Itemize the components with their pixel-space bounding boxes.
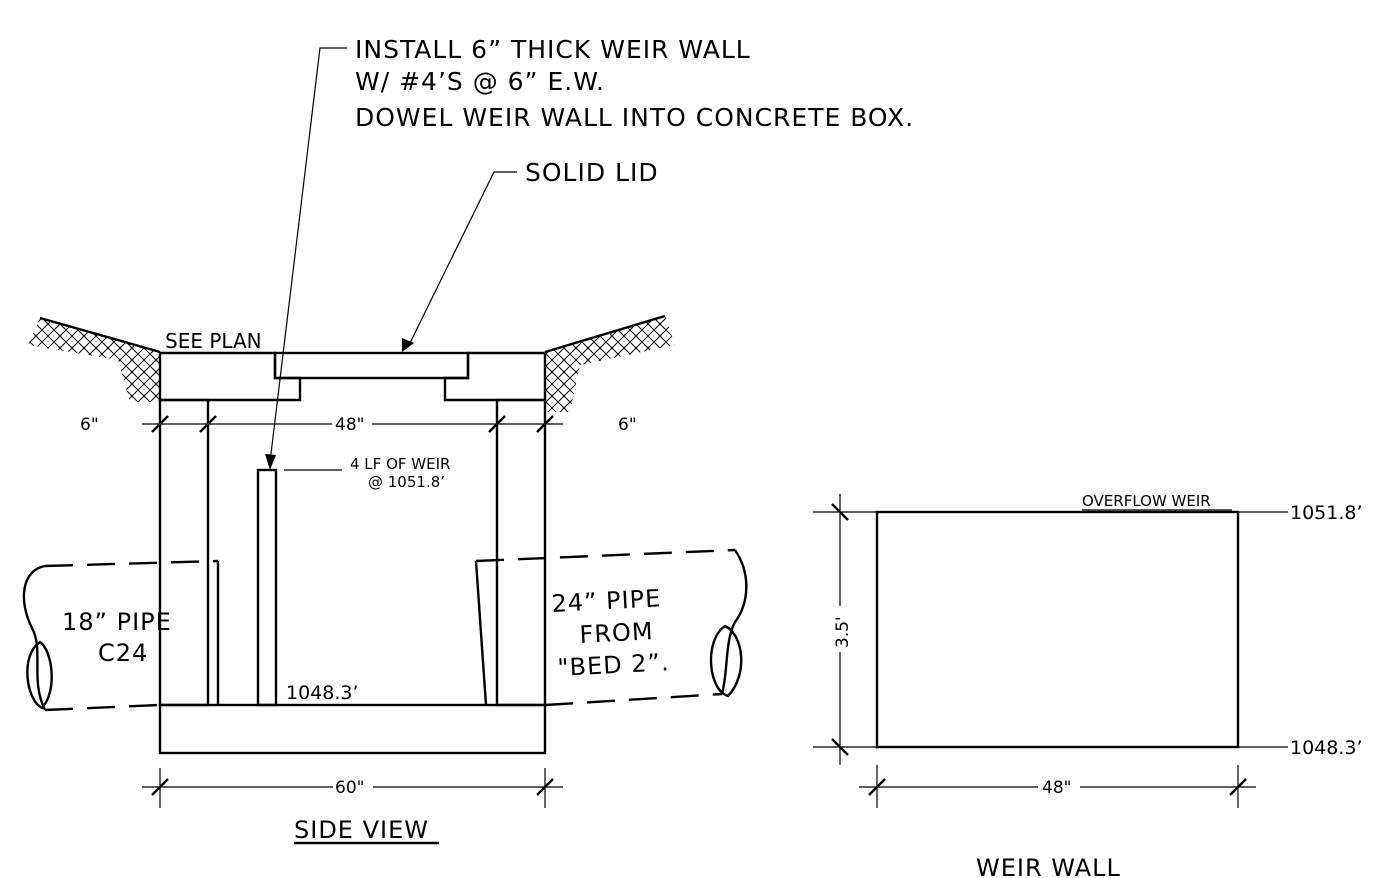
width-dimension xyxy=(859,765,1256,808)
weir-wall-elevation: 3.5' 48" OVERFLOW WEIR 1051.8’ 1048.3’ W… xyxy=(813,492,1363,878)
right-pipe-line2: FROM xyxy=(579,617,654,649)
solid-lid xyxy=(273,351,470,380)
note-weir-length-line2: @ 1051.8’ xyxy=(368,473,445,491)
height-dimension xyxy=(813,494,877,765)
overflow-weir-label: OVERFLOW WEIR xyxy=(1082,492,1211,510)
note-see-plan: SEE PLAN xyxy=(165,329,262,353)
left-pipe-line1: 18” PIPE xyxy=(62,608,172,636)
weir-wall-section xyxy=(256,468,278,707)
right-soil-slope xyxy=(544,314,675,412)
floor-elevation: 1048.3’ xyxy=(286,682,359,704)
dim-overall-width: 60" xyxy=(335,778,364,798)
note-weir-line1: INSTALL 6” THICK WEIR WALL xyxy=(355,35,751,64)
top-elevation: 1051.8’ xyxy=(1290,502,1363,524)
dim-weir-width: 48" xyxy=(1042,778,1071,798)
dim-interior: 48" xyxy=(335,415,364,435)
right-pipe-line3: "BED 2”. xyxy=(557,648,670,682)
right-pipe xyxy=(474,548,748,707)
dim-left-wall: 6" xyxy=(80,415,99,435)
side-view: 6" 48" 6" 60" INSTALL 6” THICK WEIR WALL… xyxy=(22,35,914,845)
top-dimension xyxy=(142,400,563,435)
note-weir-length-line1: 4 LF OF WEIR xyxy=(350,455,450,473)
bottom-elevation: 1048.3’ xyxy=(1290,737,1363,759)
note-weir-line2: W/ #4’S @ 6” E.W. xyxy=(355,67,605,96)
bottom-dimension xyxy=(142,768,563,808)
side-view-title: SIDE VIEW xyxy=(294,816,429,844)
left-pipe-line2: C24 xyxy=(98,639,148,667)
weir-wall-outline xyxy=(875,510,1240,749)
dim-right-wall: 6" xyxy=(618,415,637,435)
note-weir-line3: DOWEL WEIR WALL INTO CONCRETE BOX. xyxy=(355,103,914,132)
leaders xyxy=(265,47,517,471)
left-soil-slope xyxy=(28,316,161,402)
dim-weir-height: 3.5' xyxy=(833,616,853,648)
weir-wall-title: WEIR WALL xyxy=(976,854,1121,878)
note-solid-lid: SOLID LID xyxy=(525,158,659,187)
left-pipe xyxy=(22,559,220,712)
right-pipe-line1: 24” PIPE xyxy=(551,584,662,618)
